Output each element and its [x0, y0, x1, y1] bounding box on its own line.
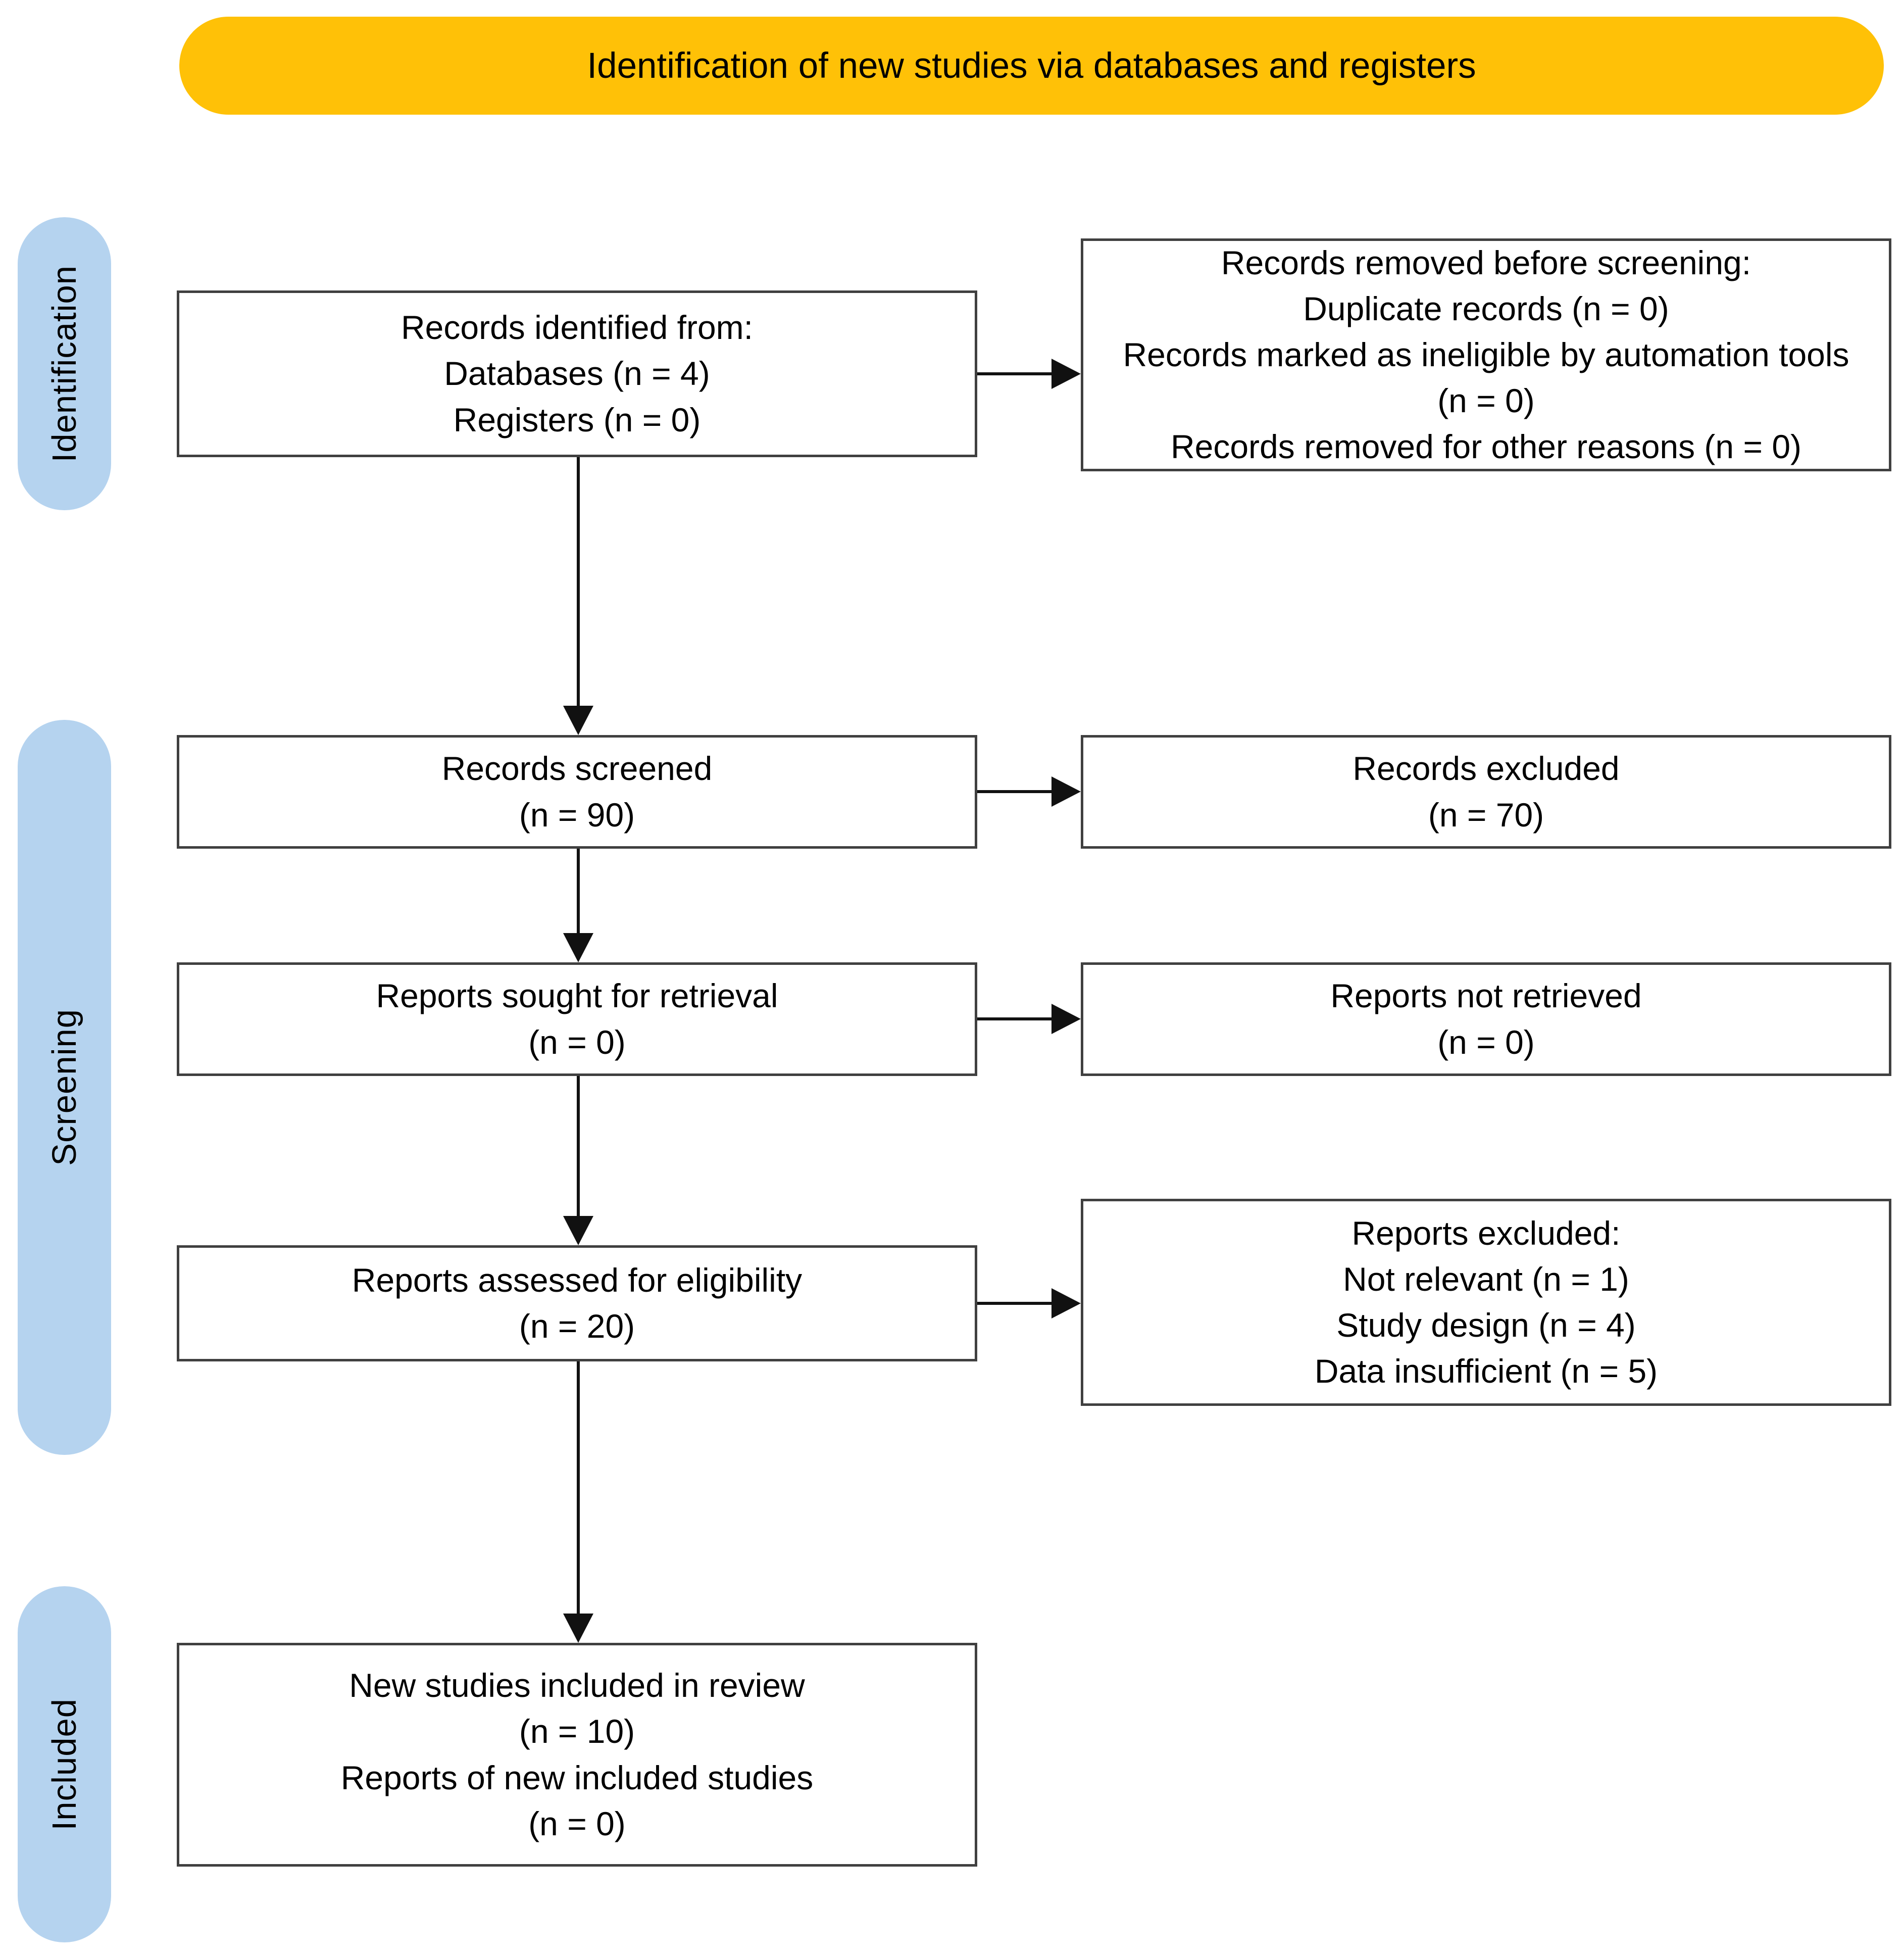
arrow-shaft — [977, 372, 1054, 375]
arrowhead-right-icon — [1051, 1004, 1081, 1034]
arrowhead-right-icon — [1051, 1288, 1081, 1318]
arrow-shaft — [577, 1361, 580, 1618]
stage-pill-screening: Screening — [18, 720, 111, 1455]
arrow-identified-to-screened — [563, 457, 593, 735]
arrowhead-right-icon — [1051, 776, 1081, 807]
box-records-excluded: Records excluded (n = 70) — [1081, 735, 1891, 849]
arrow-sought-to-assessed — [563, 1076, 593, 1245]
stage-label-identification: Identification — [45, 265, 83, 463]
arrowhead-down-icon — [563, 706, 593, 735]
box-reports-not-retrieved: Reports not retrieved (n = 0) — [1081, 962, 1891, 1076]
arrow-shaft — [577, 849, 580, 937]
arrow-sought-to-notretrieved — [977, 1004, 1081, 1034]
arrow-shaft — [977, 790, 1054, 793]
arrow-shaft — [977, 1017, 1054, 1020]
arrowhead-right-icon — [1051, 359, 1081, 389]
arrow-assessed-to-excluded — [977, 1288, 1081, 1318]
box-new-studies-included: New studies included in review (n = 10) … — [177, 1643, 977, 1867]
arrow-assessed-to-included — [563, 1361, 593, 1643]
box-records-removed-before-screening: Records removed before screening: Duplic… — [1081, 238, 1891, 471]
arrow-shaft — [977, 1302, 1054, 1305]
box-reports-assessed-for-eligibility: Reports assessed for eligibility (n = 20… — [177, 1245, 977, 1361]
arrow-shaft — [577, 457, 580, 710]
arrow-identified-to-removed — [977, 359, 1081, 389]
arrow-shaft — [577, 1076, 580, 1220]
arrowhead-down-icon — [563, 933, 593, 962]
arrow-screened-to-excluded — [977, 776, 1081, 807]
box-records-identified: Records identified from: Databases (n = … — [177, 290, 977, 457]
arrowhead-down-icon — [563, 1216, 593, 1245]
stage-pill-identification: Identification — [18, 217, 111, 510]
stage-pill-included: Included — [18, 1586, 111, 1942]
arrowhead-down-icon — [563, 1614, 593, 1643]
stage-label-screening: Screening — [45, 1009, 83, 1166]
banner-title: Identification of new studies via databa… — [179, 17, 1884, 115]
box-reports-sought-for-retrieval: Reports sought for retrieval (n = 0) — [177, 962, 977, 1076]
arrow-screened-to-sought — [563, 849, 593, 962]
box-reports-excluded: Reports excluded: Not relevant (n = 1) S… — [1081, 1199, 1891, 1406]
box-records-screened: Records screened (n = 90) — [177, 735, 977, 849]
stage-label-included: Included — [45, 1698, 83, 1831]
